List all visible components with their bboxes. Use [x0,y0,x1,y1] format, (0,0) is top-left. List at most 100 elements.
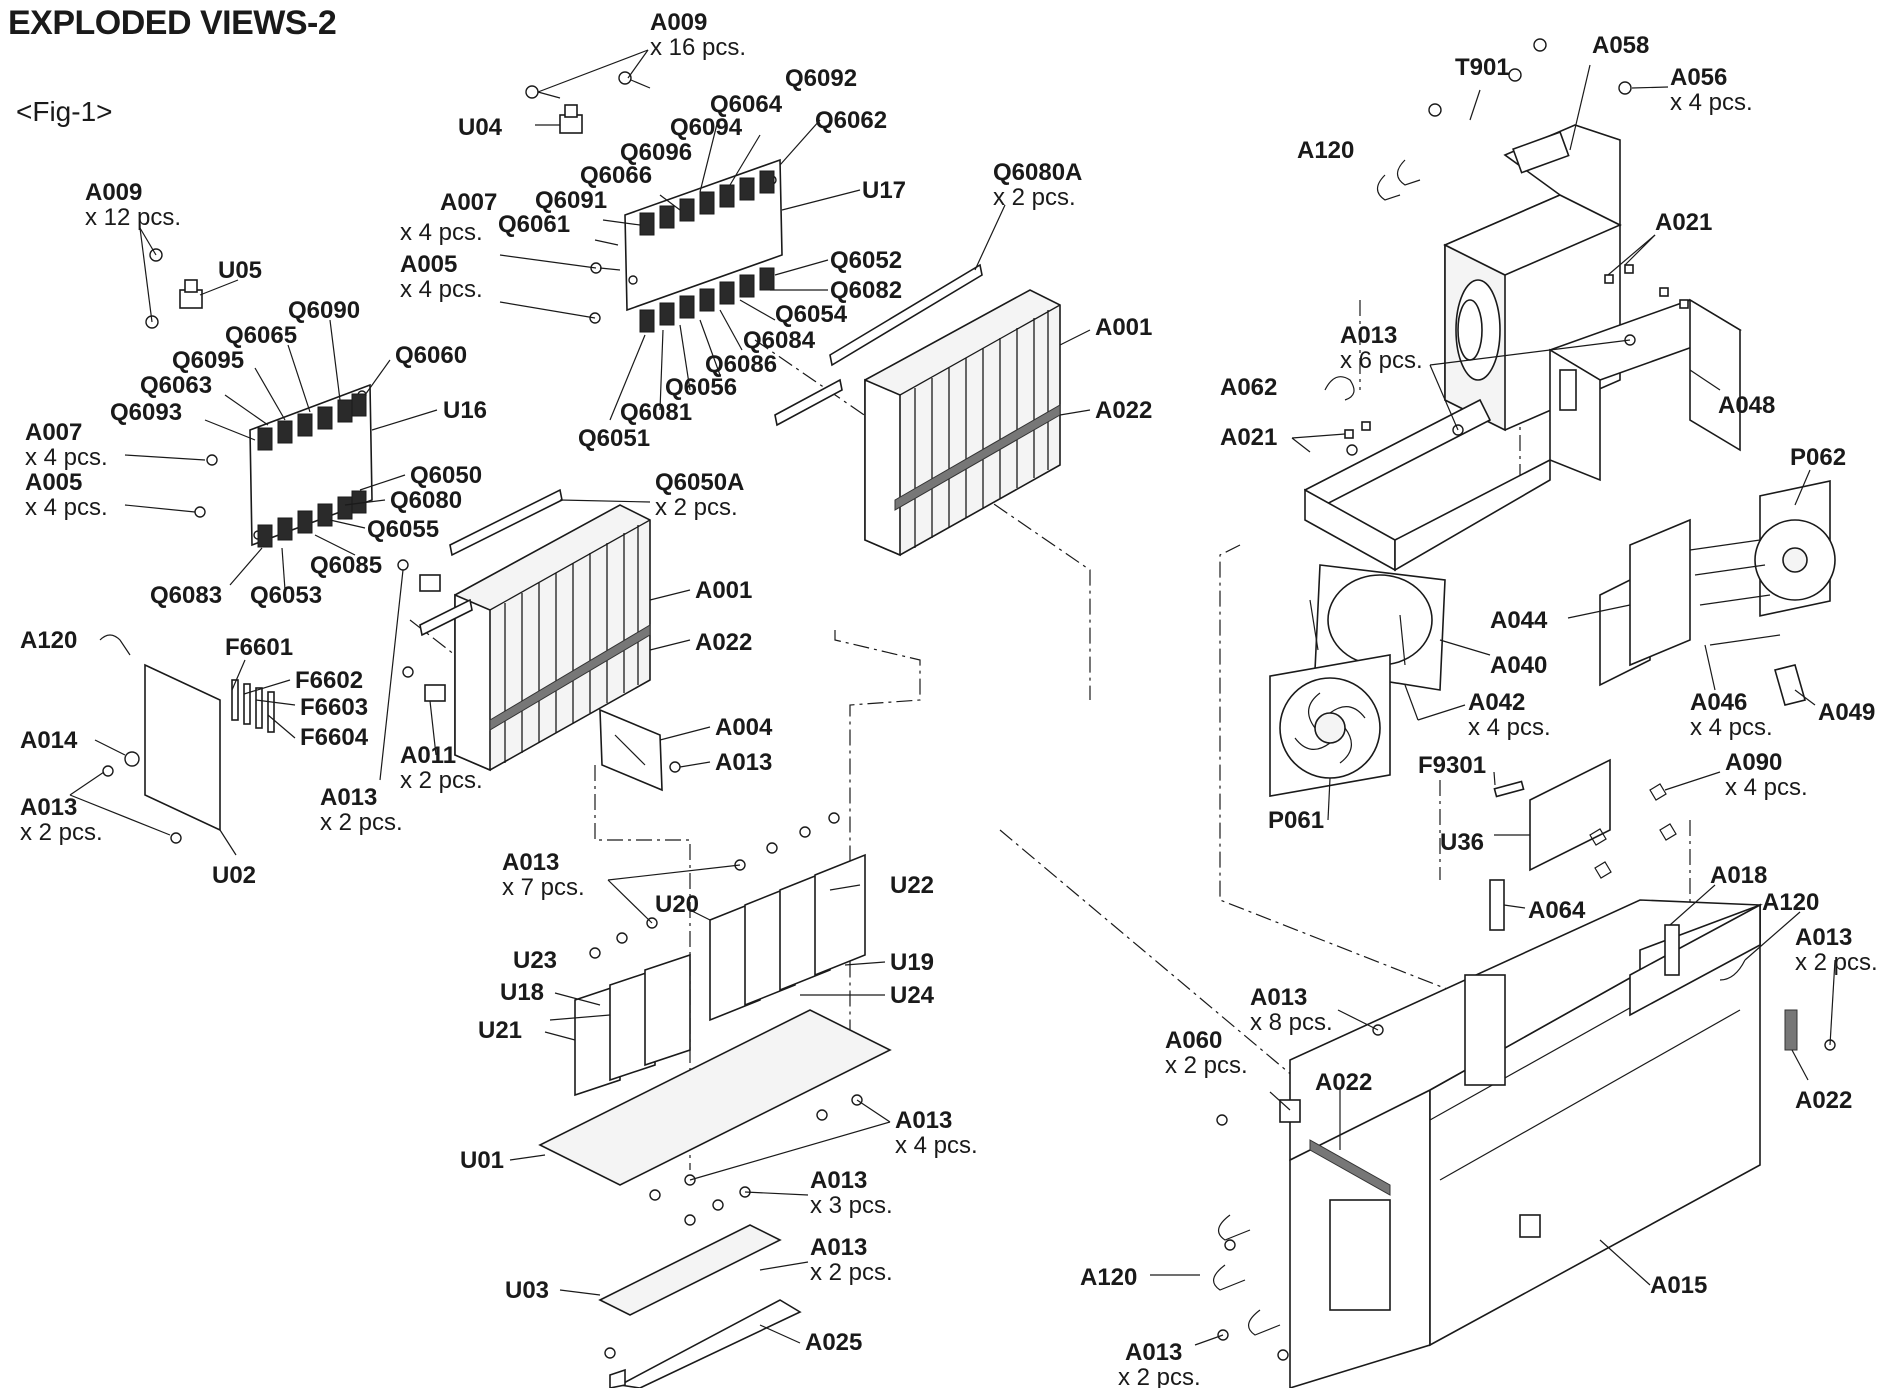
clip-a062 [1324,376,1355,401]
label-a007-left: A007 [25,419,82,446]
label-a013-3: A013 [810,1167,867,1194]
bracket-a025 [604,1299,802,1388]
label-u23: U23 [513,947,557,974]
qty-a011: x 2 pcs. [400,767,483,794]
qty-a013-bottom: x 2 pcs. [1118,1364,1201,1388]
qty-a060: x 2 pcs. [1165,1052,1248,1079]
label-a001-mid: A001 [695,577,752,604]
label-a060: A060 [1165,1027,1222,1054]
label-q6061: Q6061 [498,211,570,238]
label-a013-8: A013 [1250,984,1307,1011]
label-u21: U21 [478,1017,522,1044]
label-a048: A048 [1718,392,1775,419]
label-q6063: Q6063 [140,372,212,399]
insulator-a064 [1489,879,1680,976]
qty-a005-top: x 4 pcs. [400,276,483,303]
qty-a013-a011: x 2 pcs. [320,809,403,836]
qty-a013-4: x 4 pcs. [895,1132,978,1159]
label-q6052: Q6052 [830,247,902,274]
label-a013-right: A013 [1795,924,1852,951]
qty-a013-u02: x 2 pcs. [20,819,103,846]
qty-a013-6: x 6 pcs. [1340,347,1423,374]
qty-a007-top: x 4 pcs. [400,219,483,246]
label-q6080a: Q6080A [993,159,1082,186]
label-a005-top: A005 [400,251,457,278]
qty-q6080a: x 2 pcs. [993,184,1076,211]
clamps-a011 [397,559,446,702]
label-q6085: Q6085 [310,552,382,579]
label-q6064: Q6064 [710,91,783,118]
label-u24: U24 [890,982,935,1009]
label-q6050: Q6050 [410,462,482,489]
qty-a042: x 4 pcs. [1468,714,1551,741]
label-a021-mid: A021 [1220,424,1277,451]
figure-label: <Fig-1> [16,96,113,127]
label-a013-2b: A013 [810,1234,867,1261]
label-a022-bottom: A022 [1315,1069,1372,1096]
transistors-lower-row-left [257,490,367,548]
label-a013-7: A013 [502,849,559,876]
daughter-boards-left [574,953,691,1097]
label-a013-u02: A013 [20,794,77,821]
label-q6055: Q6055 [367,516,439,543]
standoffs-a046 [1689,539,1781,646]
label-q6054: Q6054 [775,301,848,328]
label-a064: A064 [1528,897,1586,924]
label-f6604: F6604 [300,724,369,751]
label-a120-left: A120 [20,627,77,654]
label-q6084: Q6084 [743,327,816,354]
standoffs-a042 [1309,599,1419,721]
transistors-lower-row-top [639,267,775,333]
bracket-a048 [1303,298,1742,572]
fan-p061 [1269,653,1391,798]
label-a011: A011 [400,742,456,769]
bracket-a044 [1599,518,1691,687]
sensor-u05 [179,279,203,309]
label-a015: A015 [1650,1272,1707,1299]
label-a013-4: A013 [895,1107,952,1134]
transistors-upper-row-left [257,393,367,451]
label-a042: A042 [1468,689,1525,716]
label-f6601: F6601 [225,634,293,661]
clips-a120-top [1376,159,1421,201]
label-f6602: F6602 [295,667,363,694]
plate-a004 [599,708,681,792]
heatsink-a001-mid [454,504,651,772]
label-u36: U36 [1440,829,1484,856]
label-q6062: Q6062 [815,107,887,134]
label-a044: A044 [1490,607,1548,634]
label-u17: U17 [862,177,906,204]
supports-a090 [1589,783,1677,879]
label-a022-right: A022 [1795,1087,1852,1114]
label-p062: P062 [1790,444,1846,471]
strips-a022-bottom [1309,1009,1798,1196]
label-q6093: Q6093 [110,399,182,426]
label-a013-a004: A013 [715,749,772,776]
label-a046: A046 [1690,689,1747,716]
qty-a013-7: x 7 pcs. [502,874,585,901]
qty-a056: x 4 pcs. [1670,89,1753,116]
transistors-upper-row-top [639,170,775,236]
label-u01: U01 [460,1147,504,1174]
label-u19: U19 [890,949,934,976]
label-q6082: Q6082 [830,277,902,304]
label-a007-top: A007 [440,189,497,216]
label-a062: A062 [1220,374,1277,401]
screws-a007-left [194,454,218,518]
label-q6094: Q6094 [670,114,743,141]
label-a120-top: A120 [1297,137,1354,164]
screws-a009-left [145,248,163,329]
label-q6053: Q6053 [250,582,322,609]
label-a049: A049 [1818,699,1875,726]
qty-a005-left: x 4 pcs. [25,494,108,521]
panel-a018 [1629,903,1761,1017]
part-labels: A009 x 16 pcs. U04 Q6092 Q6064 Q6094 Q60… [20,9,1878,1388]
clips-a120-bottom [1213,959,1746,1336]
board-u03 [598,1224,782,1316]
label-a001-top: A001 [1095,314,1152,341]
qty-a007-left: x 4 pcs. [25,444,108,471]
label-q6066: Q6066 [580,162,652,189]
screws-a013-u03 [684,1186,751,1226]
label-q6080: Q6080 [390,487,462,514]
label-q6091: Q6091 [535,187,607,214]
